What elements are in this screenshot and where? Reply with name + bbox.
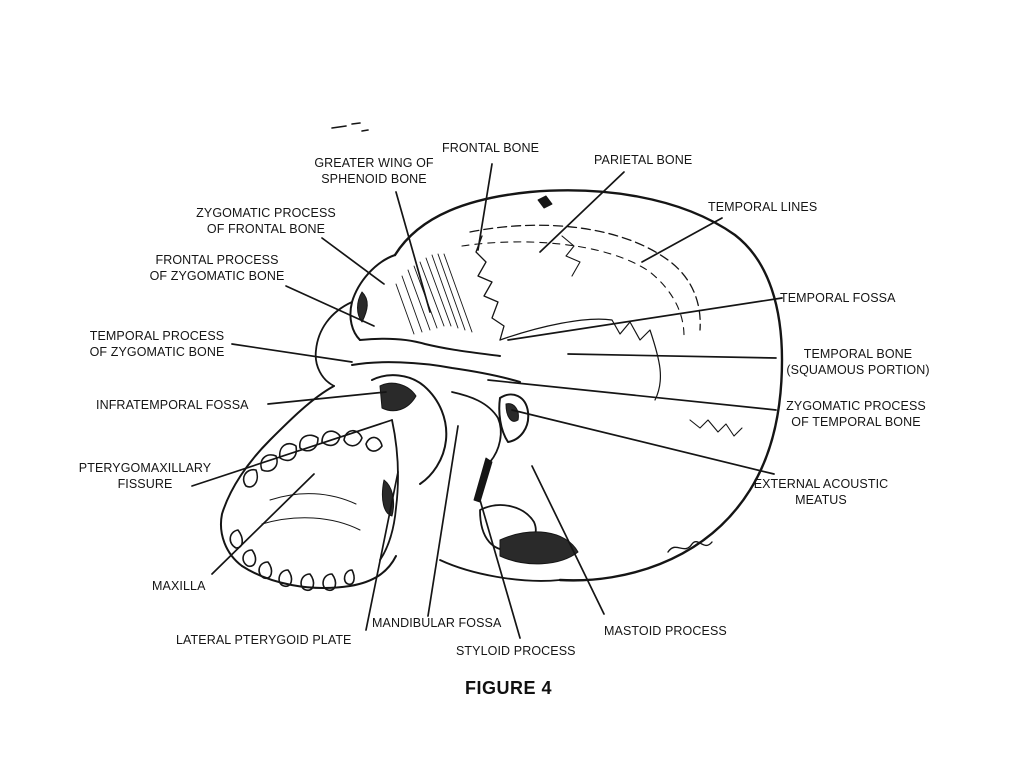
infratemporal-region bbox=[371, 374, 448, 485]
label-temporal-bone-squamous: TEMPORAL BONE (SQUAMOUS PORTION) bbox=[774, 346, 942, 378]
cheek-contour bbox=[314, 301, 353, 387]
label-zygomatic-process-of-frontal: ZYGOMATIC PROCESS OF FRONTAL BONE bbox=[188, 205, 344, 237]
leader-frontal-process-zygomatic bbox=[285, 285, 375, 327]
label-mandibular-fossa: MANDIBULAR FOSSA bbox=[372, 616, 502, 630]
leader-mastoid-process bbox=[531, 465, 605, 615]
ear-canal bbox=[498, 393, 530, 443]
label-temporal-fossa: TEMPORAL FOSSA bbox=[780, 291, 896, 305]
infratemporal-shadow bbox=[379, 382, 417, 412]
coronal-suture bbox=[475, 235, 505, 341]
leader-frontal-bone bbox=[477, 163, 493, 251]
lower-teeth bbox=[229, 529, 355, 592]
label-tpz-line-1: TEMPORAL PROCESS bbox=[89, 329, 225, 343]
ear-canal-shadow bbox=[505, 403, 519, 422]
leader-parietal-bone bbox=[539, 171, 625, 253]
label-zpf-line-2: OF FRONTAL BONE bbox=[206, 222, 326, 236]
lambdoid-suture bbox=[689, 419, 743, 437]
artist-signature bbox=[667, 541, 713, 553]
label-pmf-line-1: PTERYGOMAXILLARY bbox=[78, 461, 212, 475]
label-temporal-process-of-zygomatic: TEMPORAL PROCESS OF ZYGOMATIC BONE bbox=[78, 328, 236, 360]
leader-pterygomaxillary-fissure bbox=[191, 419, 393, 487]
leader-infratemporal-fossa bbox=[267, 391, 387, 405]
label-parietal-bone: PARIETAL BONE bbox=[594, 153, 693, 167]
label-frontal-process-of-zygomatic: FRONTAL PROCESS OF ZYGOMATIC BONE bbox=[138, 252, 296, 284]
label-greater-wing-line-1: GREATER WING OF bbox=[314, 156, 434, 170]
leader-zygomatic-process-temporal bbox=[487, 379, 777, 411]
label-pterygomaxillary-fissure: PTERYGOMAXILLARY FISSURE bbox=[70, 460, 220, 492]
label-maxilla: MAXILLA bbox=[152, 579, 206, 593]
label-fpz-line-2: OF ZYGOMATIC BONE bbox=[149, 269, 285, 283]
leader-temporal-bone bbox=[567, 353, 777, 359]
orbit-rim bbox=[349, 254, 396, 341]
label-styloid-process: STYLOID PROCESS bbox=[456, 644, 576, 658]
upper-teeth bbox=[242, 429, 383, 488]
stray-mark bbox=[331, 122, 369, 132]
label-tb-line-1: TEMPORAL BONE bbox=[803, 347, 913, 361]
leader-external-acoustic-meatus bbox=[511, 409, 775, 475]
maxilla-outline bbox=[220, 385, 335, 567]
palate-texture bbox=[261, 493, 361, 531]
orbit-shadow bbox=[357, 291, 368, 323]
label-zpt-line-1: ZYGOMATIC PROCESS bbox=[786, 399, 926, 413]
skull-outline bbox=[393, 189, 784, 582]
label-pmf-line-2: FISSURE bbox=[117, 477, 173, 491]
label-lateral-pterygoid-plate: LATERAL PTERYGOID PLATE bbox=[176, 633, 352, 647]
label-external-acoustic-meatus: EXTERNAL ACOUSTIC MEATUS bbox=[746, 476, 896, 508]
occipital-shadow bbox=[499, 531, 579, 565]
label-eam-line-1: EXTERNAL ACOUSTIC bbox=[753, 477, 889, 491]
figure-caption: FIGURE 4 bbox=[464, 678, 552, 698]
leader-maxilla bbox=[211, 473, 315, 575]
label-zpf-line-1: ZYGOMATIC PROCESS bbox=[196, 206, 336, 220]
label-eam-line-2: MEATUS bbox=[795, 493, 847, 507]
squamous-suture bbox=[499, 318, 661, 401]
label-greater-wing-line-2: SPHENOID BONE bbox=[321, 172, 427, 186]
palate-outline bbox=[241, 555, 397, 589]
skull-base bbox=[439, 559, 561, 582]
label-greater-wing-of-sphenoid: GREATER WING OF SPHENOID BONE bbox=[300, 155, 448, 187]
label-temporal-lines: TEMPORAL LINES bbox=[708, 200, 818, 214]
styloid-spike bbox=[473, 457, 493, 503]
articular-region bbox=[451, 391, 502, 463]
label-frontal-bone: FRONTAL BONE bbox=[442, 141, 540, 155]
leader-zygomatic-process-frontal bbox=[321, 237, 385, 285]
leader-styloid-process bbox=[479, 499, 521, 639]
temporal-line-upper bbox=[469, 224, 701, 331]
label-fpz-line-1: FRONTAL PROCESS bbox=[155, 253, 279, 267]
vertex-mark bbox=[537, 195, 553, 209]
zygomatic-bone bbox=[359, 337, 501, 357]
temporal-line-lower bbox=[461, 241, 685, 337]
zygomatic-arch bbox=[351, 361, 521, 383]
label-zpt-line-2: OF TEMPORAL BONE bbox=[791, 415, 921, 429]
leader-lateral-pterygoid-plate bbox=[365, 471, 399, 631]
label-tb-line-2: (SQUAMOUS PORTION) bbox=[786, 363, 930, 377]
leader-greater-wing bbox=[395, 191, 431, 313]
parietal-suture bbox=[561, 235, 581, 277]
label-mastoid-process: MASTOID PROCESS bbox=[604, 624, 727, 638]
leader-temporal-lines bbox=[641, 217, 723, 263]
fossa-hatching bbox=[395, 253, 473, 335]
label-infratemporal-fossa: INFRATEMPORAL FOSSA bbox=[96, 398, 249, 412]
pterygoid-plate bbox=[379, 419, 399, 561]
leader-temporal-process-zygomatic bbox=[231, 343, 353, 363]
label-zygomatic-process-of-temporal: ZYGOMATIC PROCESS OF TEMPORAL BONE bbox=[772, 398, 940, 430]
label-tpz-line-2: OF ZYGOMATIC BONE bbox=[89, 345, 225, 359]
leader-lines bbox=[191, 163, 783, 639]
leader-mandibular-fossa bbox=[427, 425, 459, 617]
leader-temporal-fossa bbox=[507, 297, 783, 341]
